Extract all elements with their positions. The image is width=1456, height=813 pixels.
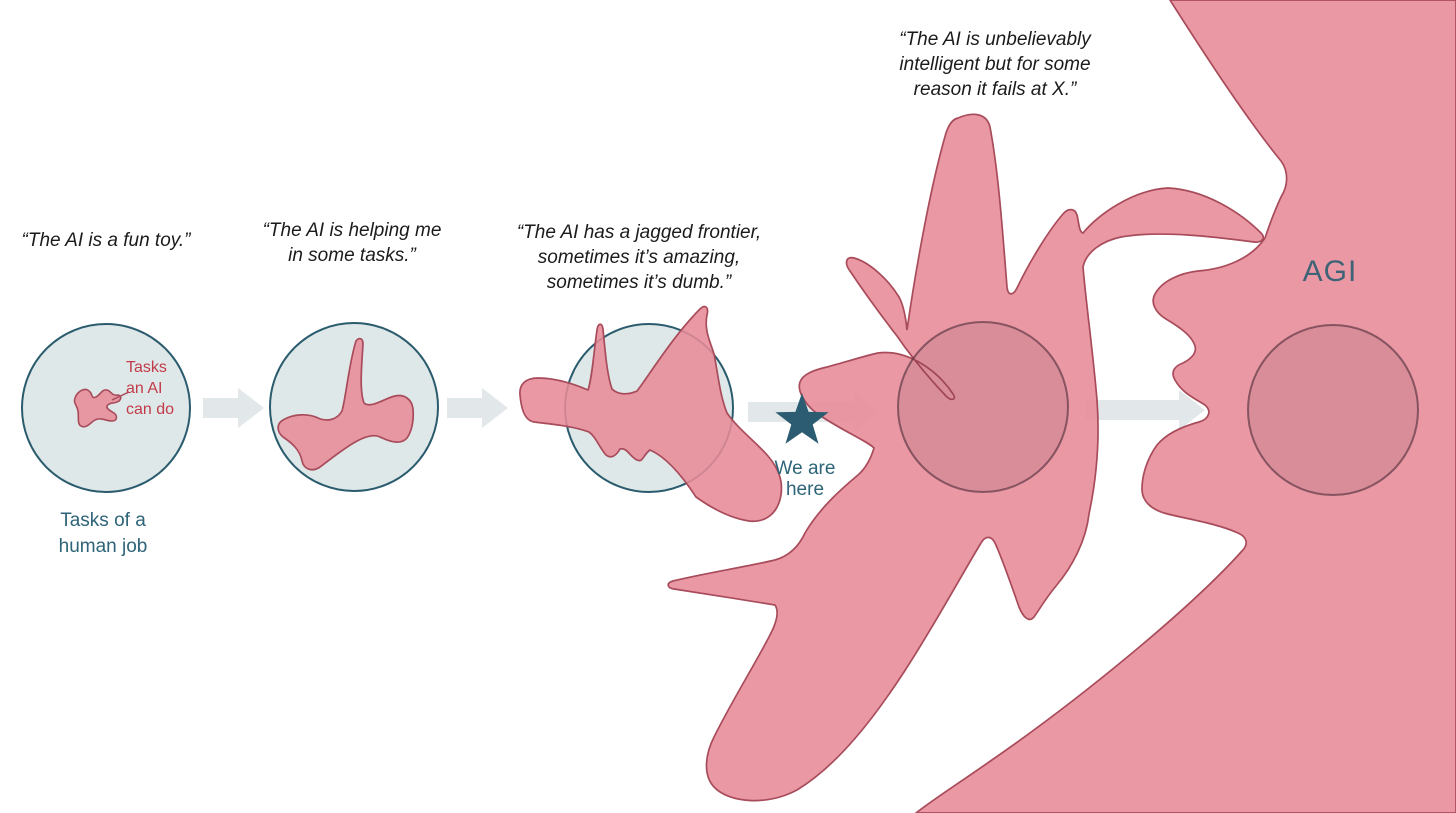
quote-line: “The AI is a fun toy.” <box>21 230 191 251</box>
ai-blob-stage-5-agi <box>914 0 1456 813</box>
ai-tasks-pointer-line <box>111 391 130 401</box>
stage-circle-4-overlay <box>897 321 1069 493</box>
quote-line: reason it fails at X.” <box>913 79 1077 100</box>
human-job-label-line: human job <box>58 536 148 557</box>
quote-line: sometimes it’s amazing, <box>537 247 741 268</box>
quote-line: sometimes it’s dumb.” <box>546 272 732 293</box>
arrow-icon-4 <box>1085 390 1205 430</box>
quote-stage-2: “The AI is helping me in some tasks.” <box>263 218 442 268</box>
we-are-here-line: We are <box>774 458 836 479</box>
ai-blob-stage-2 <box>277 337 415 471</box>
ai-blob-stage-4 <box>667 113 1264 802</box>
arrow-icon-2 <box>447 388 508 428</box>
quote-line: intelligent but for some <box>899 54 1091 75</box>
stage-circle-5-overlay <box>1247 324 1419 496</box>
quote-stage-1: “The AI is a fun toy.” <box>22 228 191 253</box>
quote-line: “The AI has a jagged frontier, <box>516 222 762 243</box>
star-icon <box>775 393 829 444</box>
ai-tasks-label: Tasks an AI can do <box>126 357 174 420</box>
we-are-here-label: We are here <box>775 458 836 500</box>
ai-blob-stage-3 <box>519 305 783 523</box>
quote-line: “The AI is helping me <box>262 220 442 241</box>
ai-tasks-label-line: an AI <box>126 380 163 397</box>
quote-stage-4: “The AI is unbelievably intelligent but … <box>899 27 1091 102</box>
agi-label: AGI <box>1303 257 1358 287</box>
agi-label-text: AGI <box>1302 255 1358 288</box>
human-job-label: Tasks of a human job <box>59 508 148 560</box>
quote-line: in some tasks.” <box>288 245 416 266</box>
we-are-here-line: here <box>785 479 825 500</box>
quote-line: “The AI is unbelievably <box>899 29 1091 50</box>
ai-blob-stage-1 <box>73 388 122 428</box>
arrow-icon-1 <box>203 388 264 428</box>
human-job-label-line: Tasks of a <box>60 510 146 531</box>
ai-tasks-label-line: can do <box>126 401 175 418</box>
ai-tasks-label-line: Tasks <box>126 359 167 376</box>
quote-stage-3: “The AI has a jagged frontier, sometimes… <box>517 220 761 295</box>
